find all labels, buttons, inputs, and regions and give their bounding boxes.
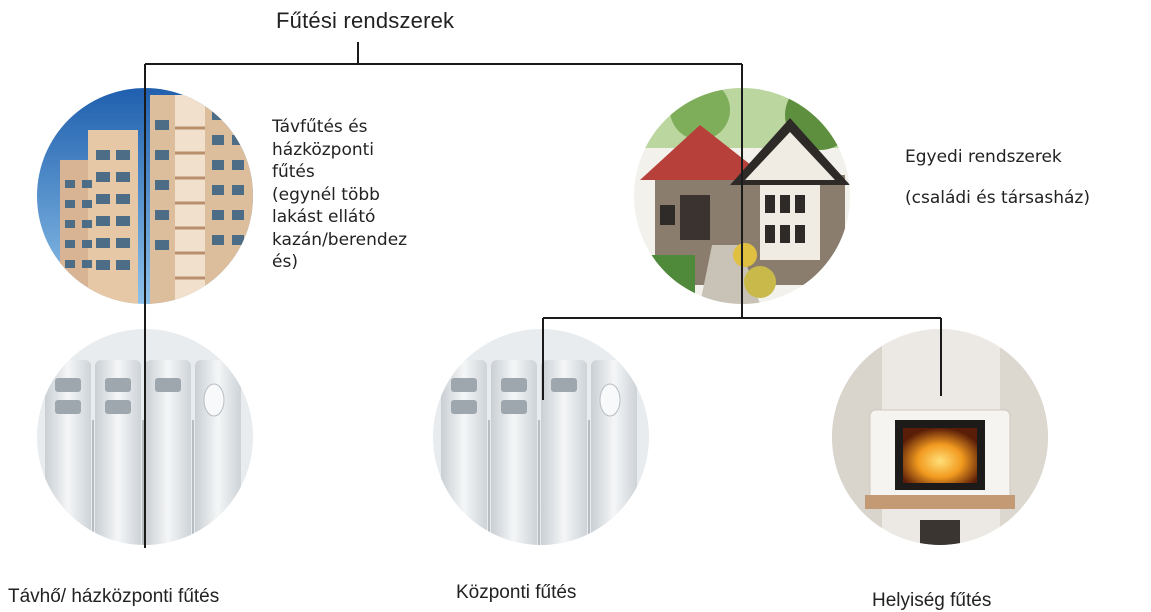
individual-systems-line: Egyedi rendszerek [905,147,1062,167]
connector-lines [144,42,942,548]
diagram-title: Fűtési rendszerek [276,8,455,33]
district-heating-line: lakást ellátó [272,207,376,227]
radiator-image-middle [433,329,649,545]
caption-district-heating: Távhő/ házközponti fűtés [8,586,220,607]
individual-systems-description: Egyedi rendszerek (családi és társasház) [905,146,1151,209]
district-heating-description: Távfűtés és házközponti fűtés (egynél tö… [272,116,472,274]
individual-systems-line: (családi és társasház) [905,187,1090,208]
district-heating-line: Távfűtés és [272,117,368,137]
family-house-image [634,88,850,304]
caption-central-heating: Központi fűtés [456,582,577,603]
district-heating-line: és) [272,252,298,272]
district-heating-line: (egynél több [272,184,380,205]
district-heating-line: kazán/berendez [272,229,408,250]
district-heating-line: fűtés [272,162,315,182]
district-heating-line: házközponti [272,139,375,160]
caption-room-heating: Helyiség fűtés [872,590,992,611]
